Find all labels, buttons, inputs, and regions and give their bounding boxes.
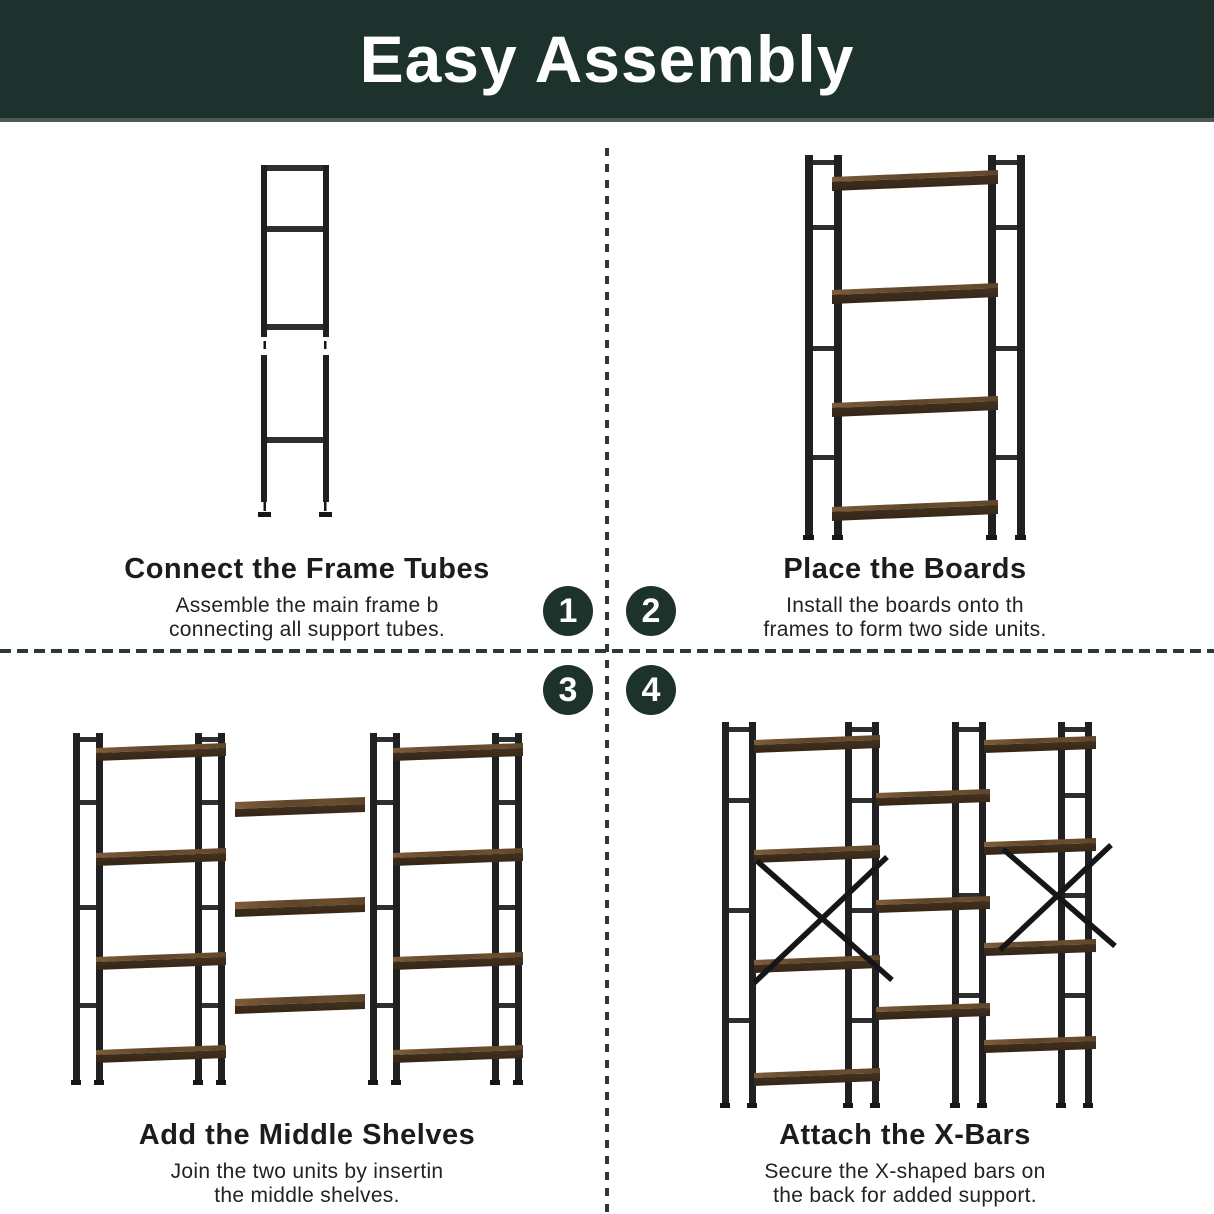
wood-shelves bbox=[832, 170, 998, 521]
step-1-heading: Connect the Frame Tubes bbox=[124, 553, 490, 585]
left-x-bar-b bbox=[752, 855, 889, 985]
banner: Easy Assembly bbox=[0, 0, 1214, 122]
frame-3 bbox=[950, 722, 987, 1108]
step-1-caption: Connect the Frame Tubes Assemble the mai… bbox=[57, 553, 557, 642]
page-title: Easy Assembly bbox=[359, 22, 855, 96]
step-1-number: 1 bbox=[558, 591, 578, 630]
middle-bay-shelves bbox=[876, 789, 990, 1020]
step-4-number-badge: 4 bbox=[626, 665, 676, 715]
step-2-caption: Place the Boards Install the boards onto… bbox=[655, 553, 1155, 642]
step-1-number-badge: 1 bbox=[543, 586, 593, 636]
step-4-heading: Attach the X-Bars bbox=[779, 1119, 1031, 1151]
step-2-number: 2 bbox=[641, 591, 661, 630]
single-shelf-unit-illustration bbox=[803, 155, 1026, 540]
step-1-description: Assemble the main frame b connecting all… bbox=[168, 594, 446, 641]
step-3-caption: Add the Middle Shelves Join the two unit… bbox=[57, 1119, 557, 1208]
left-bay-shelves bbox=[754, 735, 880, 1086]
lower-frame-section bbox=[258, 355, 332, 517]
left-unit bbox=[71, 733, 226, 1085]
middle-shelves bbox=[235, 797, 365, 1014]
step-3-number: 3 bbox=[558, 670, 578, 709]
right-x-bar-b bbox=[998, 843, 1113, 952]
step-3-heading: Add the Middle Shelves bbox=[138, 1119, 476, 1151]
left-side-frame bbox=[803, 155, 843, 540]
step-3-number-badge: 3 bbox=[543, 665, 593, 715]
frame-1 bbox=[720, 722, 757, 1108]
right-bay-shelves bbox=[984, 736, 1096, 1053]
step-4-caption: Attach the X-Bars Secure the X-shaped ba… bbox=[655, 1119, 1155, 1208]
step-2-heading: Place the Boards bbox=[783, 553, 1027, 585]
two-units-middle-shelves-illustration bbox=[71, 733, 523, 1085]
vertical-dashed-divider bbox=[605, 148, 609, 1214]
right-side-frame bbox=[986, 155, 1026, 540]
frame-4 bbox=[1056, 722, 1093, 1108]
x-bars bbox=[752, 843, 1117, 985]
step-4-number: 4 bbox=[641, 670, 661, 709]
left-x-bar-a bbox=[755, 858, 894, 983]
assembled-bookshelf-x-bars-illustration bbox=[720, 722, 1117, 1108]
step-4-description: Secure the X-shaped bars on the back for… bbox=[764, 1160, 1046, 1207]
step-3-description: Join the two units by insertin the middl… bbox=[170, 1160, 444, 1207]
step-2-description: Install the boards onto th frames to for… bbox=[763, 594, 1047, 641]
upper-frame-section bbox=[261, 165, 329, 349]
right-unit bbox=[368, 733, 523, 1085]
step-2-number-badge: 2 bbox=[626, 586, 676, 636]
frame-tubes-illustration bbox=[258, 165, 332, 517]
frame-2 bbox=[843, 722, 880, 1108]
